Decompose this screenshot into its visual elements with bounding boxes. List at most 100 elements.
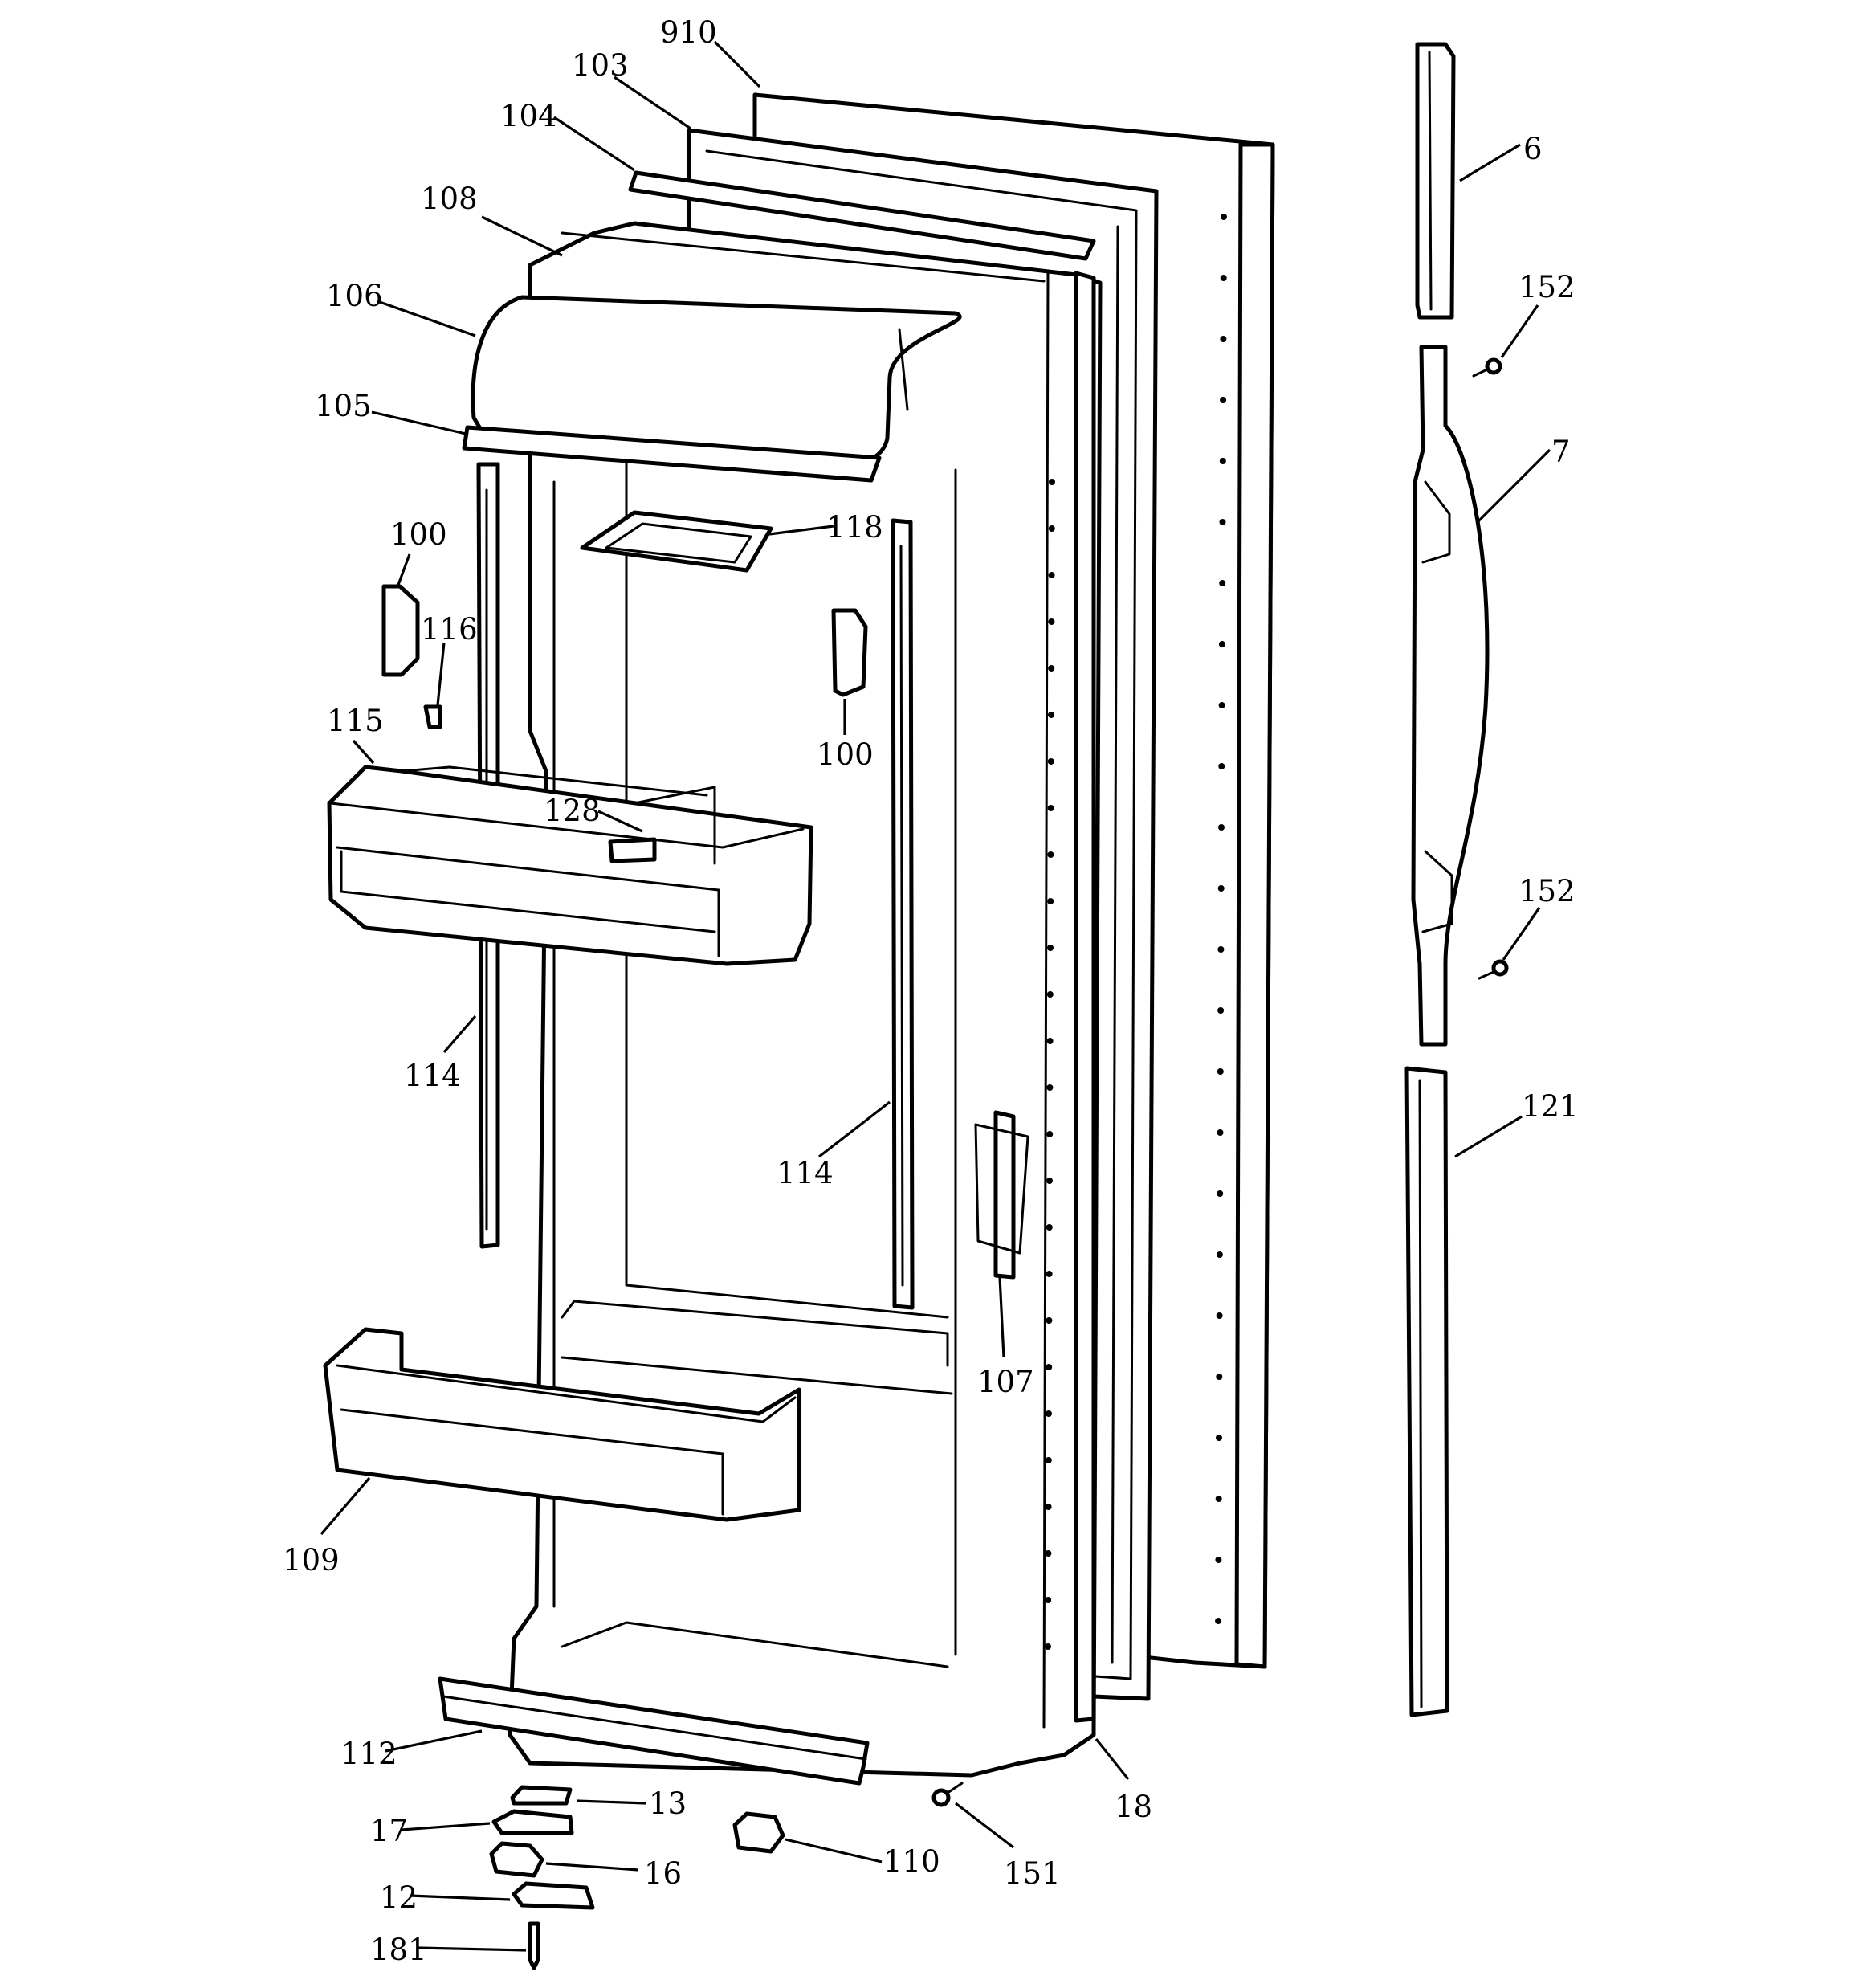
callout-128: 128 xyxy=(544,794,601,828)
door-strip xyxy=(974,1110,1029,1280)
callout-114-right: 114 xyxy=(777,1156,834,1190)
small-tray xyxy=(580,510,773,573)
panel-hole xyxy=(1217,1190,1224,1197)
liner-hole xyxy=(1046,991,1054,998)
callout-18: 18 xyxy=(1115,1790,1152,1824)
panel-hole xyxy=(1218,702,1225,708)
callout-12: 12 xyxy=(380,1880,418,1915)
panel-hole xyxy=(1216,1251,1223,1258)
panel-hole xyxy=(1215,1496,1222,1502)
hinge-bracket-12 xyxy=(512,1881,595,1910)
panel-hole xyxy=(1217,1007,1225,1014)
panel-hole xyxy=(1218,641,1225,647)
cover-trim-strip xyxy=(462,425,882,483)
liner-hole xyxy=(1048,572,1055,578)
shelf-clip-left xyxy=(381,584,420,677)
bottom-trim xyxy=(438,1676,870,1786)
panel-hole xyxy=(1218,763,1225,769)
liner-hole xyxy=(1045,1457,1052,1463)
liner-hole xyxy=(1048,618,1055,625)
callout-104: 104 xyxy=(500,99,557,133)
callout-112: 112 xyxy=(340,1737,397,1771)
callout-103: 103 xyxy=(572,48,629,83)
callout-151: 151 xyxy=(1004,1856,1061,1891)
hinge-strip xyxy=(1074,271,1096,1723)
callout-16: 16 xyxy=(644,1856,682,1891)
liner-hole xyxy=(1046,1317,1053,1324)
panel-hole xyxy=(1216,1374,1223,1380)
leader-lines xyxy=(320,40,1551,1952)
screw-lower xyxy=(1478,959,1509,980)
panel-hole xyxy=(1220,397,1227,403)
panel-hole xyxy=(1217,885,1225,892)
panel-hole xyxy=(1216,1312,1223,1319)
shelf-clip-right xyxy=(831,608,868,697)
liner-hole xyxy=(1046,1038,1054,1044)
liner-hole xyxy=(1045,1504,1052,1510)
panel-hole xyxy=(1219,580,1226,586)
liner-hole xyxy=(1045,1550,1052,1557)
upper-door-bin xyxy=(327,765,813,966)
hinge-shim-17 xyxy=(491,1809,574,1835)
callout-114-left: 114 xyxy=(404,1059,461,1093)
handle-lower-cap xyxy=(1404,1066,1449,1717)
callout-17: 17 xyxy=(370,1814,408,1848)
liner-hole xyxy=(1047,898,1054,904)
callout-110: 110 xyxy=(883,1844,940,1879)
liner-hole xyxy=(1046,1410,1052,1417)
callout-labels: 910 103 104 108 106 105 118 100 116 100 … xyxy=(283,15,1579,1967)
callout-118: 118 xyxy=(826,510,883,545)
liner-hole xyxy=(1048,665,1055,672)
liner-hole xyxy=(1045,1597,1052,1603)
liner-hole xyxy=(1045,1643,1051,1650)
panel-hole xyxy=(1219,458,1226,464)
liner-hole xyxy=(1046,1131,1054,1137)
liner-hole xyxy=(1047,945,1054,951)
liner-hole xyxy=(1046,1084,1054,1091)
callout-181: 181 xyxy=(370,1933,427,1967)
callout-115: 115 xyxy=(327,704,384,738)
callout-152-upper: 152 xyxy=(1519,270,1576,304)
callout-106: 106 xyxy=(326,279,383,313)
callout-100-right: 100 xyxy=(817,737,874,772)
lower-door-bin xyxy=(323,1327,801,1522)
right-shelf-rail xyxy=(891,518,915,1310)
callout-121: 121 xyxy=(1522,1089,1579,1124)
callout-109: 109 xyxy=(283,1543,340,1578)
liner-hole xyxy=(1046,1224,1053,1231)
callout-116: 116 xyxy=(421,612,478,647)
panel-hole xyxy=(1220,275,1227,281)
callout-105: 105 xyxy=(315,389,372,423)
panel-hole xyxy=(1220,336,1227,342)
panel-hole xyxy=(1215,1618,1222,1624)
callout-100-left: 100 xyxy=(390,517,447,552)
liner-hole xyxy=(1049,479,1055,485)
panel-hole xyxy=(1218,824,1225,831)
callout-107: 107 xyxy=(977,1365,1034,1399)
callout-13: 13 xyxy=(649,1786,687,1821)
hinge-bushing-16 xyxy=(489,1841,544,1878)
liner-hole xyxy=(1048,525,1055,532)
liner-hole xyxy=(1047,758,1054,765)
panel-hole xyxy=(1217,946,1225,953)
liner-hole xyxy=(1047,805,1054,811)
liner-hole xyxy=(1046,1178,1053,1184)
callout-6: 6 xyxy=(1523,132,1543,166)
hinge-plate-13 xyxy=(510,1785,573,1806)
liner-hole xyxy=(1046,1271,1053,1277)
door-handle xyxy=(1411,345,1490,1047)
panel-hole xyxy=(1217,1068,1224,1075)
callout-910: 910 xyxy=(660,15,717,50)
panel-hole xyxy=(1215,1557,1222,1563)
panel-hole xyxy=(1219,519,1226,525)
liner-hole xyxy=(1046,1364,1053,1370)
panel-hole xyxy=(1217,1129,1224,1136)
screw-151 xyxy=(932,1782,964,1807)
callout-152-lower: 152 xyxy=(1519,874,1576,908)
panel-hole-dots xyxy=(1045,214,1227,1650)
liner-hole xyxy=(1047,851,1054,858)
screw-upper xyxy=(1472,357,1502,378)
liner-hole xyxy=(1048,712,1054,718)
hinge-screw-181 xyxy=(528,1921,540,1970)
